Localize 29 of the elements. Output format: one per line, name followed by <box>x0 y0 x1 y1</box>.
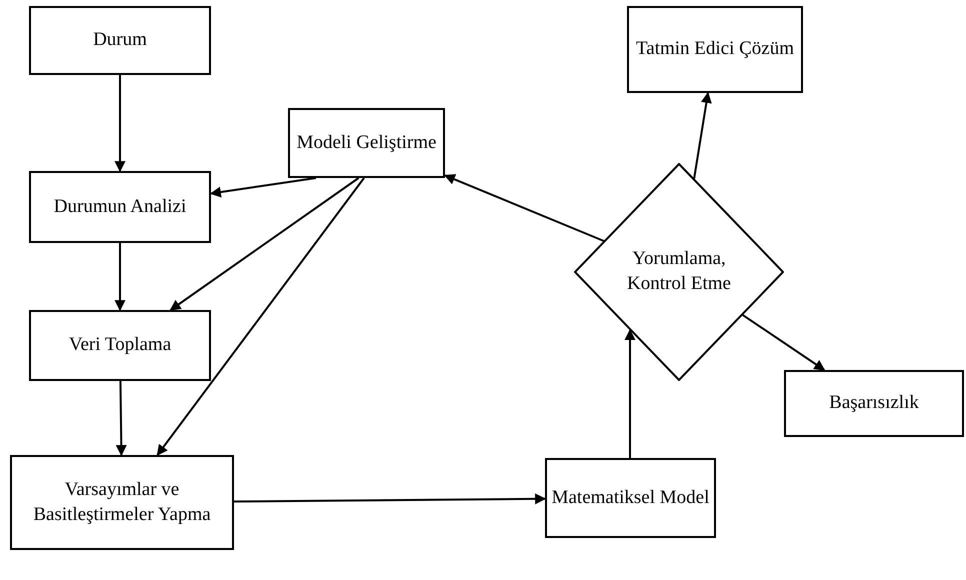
node-text: Tatmin Edici Çözüm <box>634 37 796 62</box>
decision-diamond <box>574 163 784 381</box>
arrow <box>114 243 126 312</box>
arrow <box>116 380 127 456</box>
node-text: Veri Toplama <box>68 333 172 358</box>
node-text: Başarısızlık <box>828 391 920 416</box>
process-box <box>29 310 211 381</box>
node-text: Modeli Geliştirme <box>296 130 438 155</box>
process-box <box>10 455 234 550</box>
node-text: Durumun Analizi <box>52 194 188 219</box>
arrow <box>624 329 636 458</box>
process-box <box>627 6 803 93</box>
arrow <box>210 177 316 198</box>
process-box <box>288 108 445 178</box>
process-box <box>29 171 211 243</box>
arrow <box>444 174 604 242</box>
arrow <box>114 75 126 172</box>
arrow <box>234 493 546 504</box>
arrow <box>693 92 712 179</box>
arrow <box>742 314 826 371</box>
node-text: Yorumlama, Kontrol Etme <box>626 247 732 296</box>
node-text: Matematiksel Model <box>550 486 710 510</box>
node-text: Durum <box>92 28 148 52</box>
process-box <box>29 6 211 75</box>
arrow <box>156 177 365 456</box>
arrow <box>170 177 360 311</box>
node-text: Varsayımlar ve Basitleştirmeler Yapma <box>32 478 212 526</box>
process-box <box>784 370 964 437</box>
process-box <box>545 458 716 538</box>
